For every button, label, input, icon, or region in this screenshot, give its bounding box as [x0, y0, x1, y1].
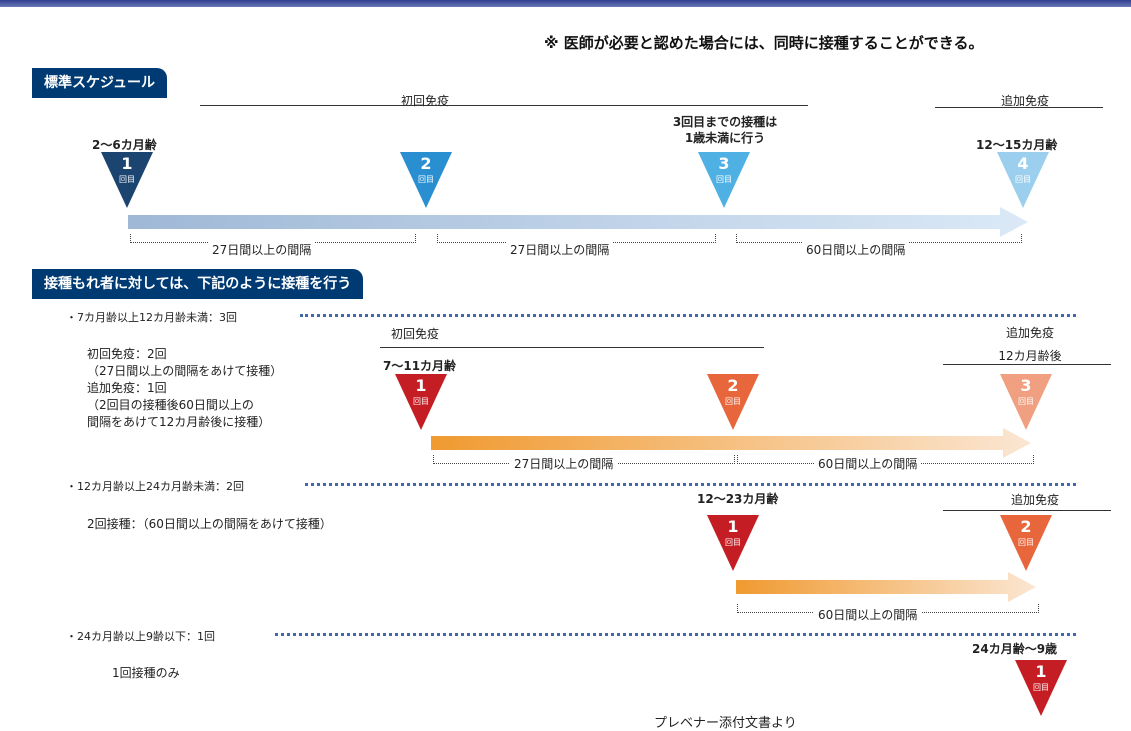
std-primary-line — [200, 105, 808, 106]
std-dose-3-triangle — [698, 152, 750, 208]
groupC-dose-1-number: 1 — [1035, 662, 1047, 681]
std-age-start: 2〜6カ月齢 — [92, 138, 157, 152]
groupC-description: 1回接種のみ — [112, 666, 180, 680]
groupB-title: ・12カ月齢以上24カ月齢未満：2回 — [66, 480, 244, 493]
groupA-dose-2-triangle — [707, 374, 759, 430]
std-dose-2-number: 2 — [420, 154, 432, 173]
groupA-dose-1-triangle — [395, 374, 447, 430]
std-interval-1-label: 27日間以上の間隔 — [208, 241, 316, 258]
groupB-dose-2-triangle — [1000, 515, 1052, 571]
top-accent-bar — [0, 0, 1131, 7]
std-interval-3-label: 60日間以上の間隔 — [802, 241, 910, 258]
simultaneous-vaccination-note: ※ 医師が必要と認めた場合には、同時に接種することができる。 — [544, 34, 984, 52]
std-interval-2-label: 27日間以上の間隔 — [506, 241, 614, 258]
groupA-booster-label: 追加免疫 — [1005, 326, 1054, 340]
groupB-age-start: 12〜23カ月齢 — [697, 492, 779, 506]
groupA-age-booster: 12カ月齢後 — [998, 349, 1062, 363]
groupA-interval-2-label: 60日間以上の間隔 — [814, 455, 922, 472]
std-dose-3-sub: 回目 — [716, 175, 732, 184]
groupC-title: ・24カ月齢以上9齢以下：1回 — [66, 630, 215, 643]
std-dose-2-marker: 2 回目 — [400, 152, 452, 208]
groupB-dose-2-sub: 回目 — [1018, 538, 1034, 547]
groupB-dose-2-number: 2 — [1020, 517, 1032, 536]
groupB-interval-1-label: 60日間以上の間隔 — [814, 606, 922, 623]
groupB-dotted-line — [305, 483, 1076, 486]
std-dose3-note-line2: 1歳未満に行う — [684, 131, 766, 145]
std-dose-3-marker: 3 回目 — [698, 152, 750, 208]
std-dose3-note-line1: 3回目までの接種は — [672, 115, 778, 129]
std-dose-1-triangle — [101, 152, 153, 208]
groupA-dose-2-sub: 回目 — [725, 397, 741, 406]
groupB-dose-2-marker: 2 回目 — [1000, 515, 1052, 571]
catchup-header: 接種もれ者に対しては、下記のように接種を行う — [32, 269, 364, 299]
groupA-dose-1-marker: 1 回目 — [395, 374, 447, 430]
groupA-title: ・7カ月齢以上12カ月齢未満：3回 — [66, 311, 237, 324]
std-dose-1-marker: 1 回目 — [101, 152, 153, 208]
std-dose-2-sub: 回目 — [418, 175, 434, 184]
groupB-dose-1-sub: 回目 — [725, 538, 741, 547]
groupB-dose-1-triangle — [707, 515, 759, 571]
groupC-dose-1-triangle — [1015, 660, 1067, 716]
groupA-primary-line — [380, 347, 764, 348]
groupC-dotted-line — [275, 633, 1076, 636]
std-booster-label: 追加免疫 — [1000, 94, 1049, 108]
groupB-description: 2回接種：（60日間以上の間隔をあけて接種） — [87, 517, 332, 531]
groupB-booster-label: 追加免疫 — [1010, 493, 1059, 507]
std-dose-4-number: 4 — [1017, 154, 1029, 173]
std-age-booster: 12〜15カ月齢 — [976, 138, 1058, 152]
std-primary-label: 初回免疫 — [400, 94, 449, 108]
groupC-age: 24カ月齢〜9歳 — [972, 642, 1058, 656]
groupA-dose-3-marker: 3 回目 — [1000, 374, 1052, 430]
std-booster-line — [935, 107, 1103, 108]
std-dose-1-sub: 回目 — [119, 175, 135, 184]
groupA-primary-label: 初回免疫 — [390, 327, 439, 341]
groupB-booster-line — [943, 510, 1111, 511]
std-dose-2-triangle — [400, 152, 452, 208]
groupB-dose-1-marker: 1 回目 — [707, 515, 759, 571]
std-dose-1-number: 1 — [121, 154, 133, 173]
groupA-dose-3-sub: 回目 — [1018, 397, 1034, 406]
std-timeline-arrow — [128, 207, 1028, 237]
groupA-booster-line — [943, 364, 1111, 365]
groupB-dose-1-number: 1 — [727, 517, 739, 536]
std-dose-4-sub: 回目 — [1015, 175, 1031, 184]
groupA-dose-2-number: 2 — [727, 376, 739, 395]
groupA-dose-2-marker: 2 回目 — [707, 374, 759, 430]
std-dose-4-triangle — [997, 152, 1049, 208]
groupC-dose-1-marker: 1 回目 — [1015, 660, 1067, 716]
groupA-age-start: 7〜11カ月齢 — [383, 359, 457, 373]
groupB-timeline-arrow — [736, 572, 1036, 602]
groupA-dose-1-sub: 回目 — [413, 397, 429, 406]
groupA-dose-1-number: 1 — [415, 376, 427, 395]
groupA-interval-1-label: 27日間以上の間隔 — [510, 455, 618, 472]
std-dose-4-marker: 4 回目 — [997, 152, 1049, 208]
groupA-description: 初回免疫：2回 （27日間以上の間隔をあけて接種） 追加免疫：1回 （2回目の接… — [87, 347, 283, 429]
source-footer: プレベナー添付文書より — [654, 716, 797, 731]
groupA-dotted-line — [300, 314, 1076, 317]
std-dose-3-number: 3 — [718, 154, 730, 173]
groupA-dose-3-number: 3 — [1020, 376, 1032, 395]
groupA-dose-3-triangle — [1000, 374, 1052, 430]
groupC-dose-1-sub: 回目 — [1033, 683, 1049, 692]
standard-schedule-header: 標準スケジュール — [32, 68, 168, 98]
groupA-timeline-arrow — [431, 428, 1031, 458]
